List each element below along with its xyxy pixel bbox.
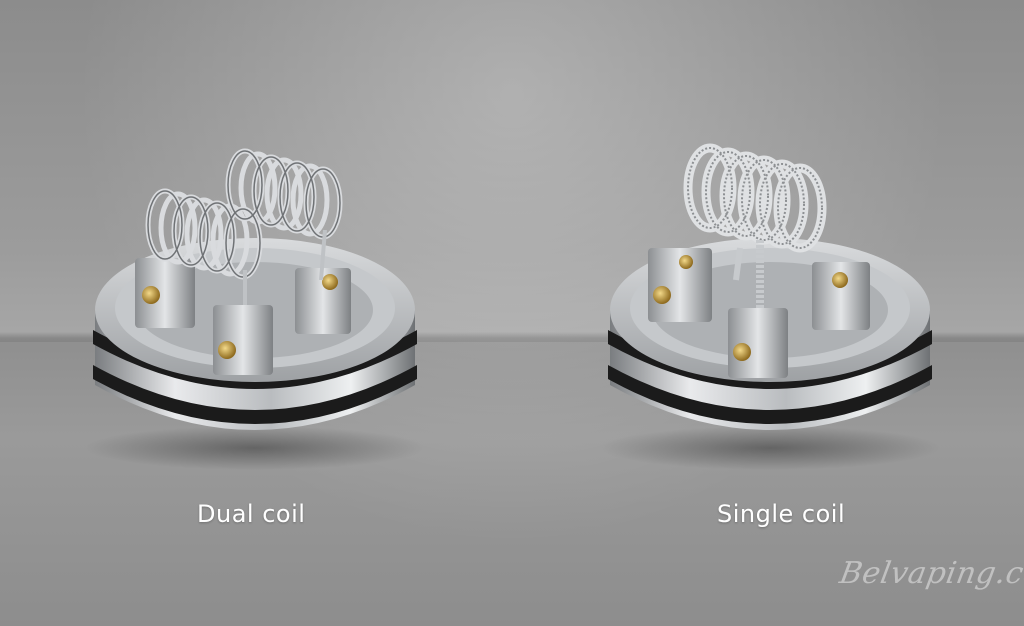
dual-coil-deck-image xyxy=(85,130,425,470)
single-coil-caption: Single coil xyxy=(717,500,846,528)
single-coil-deck-image xyxy=(600,130,940,470)
dual-coil-caption: Dual coil xyxy=(197,500,306,528)
watermark: Belvaping.com xyxy=(836,556,1024,591)
floor-horizon xyxy=(0,332,1024,342)
